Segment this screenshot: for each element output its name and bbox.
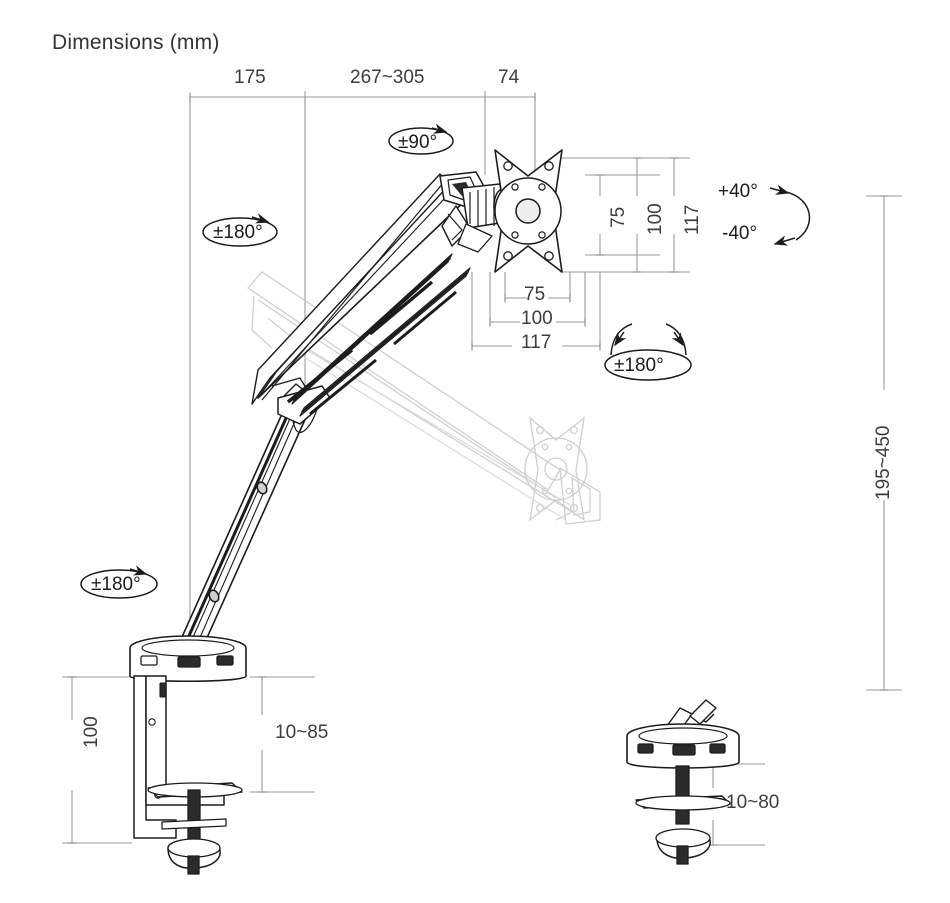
vesa-vertical-75: 75 [608, 206, 629, 228]
angle-label-tilt-up: +40° [718, 181, 758, 202]
rotation-180-upper-ellipse [202, 217, 278, 247]
angle-label-tilt-down: -40° [722, 223, 758, 244]
rotation-180-screen-arc-left [610, 323, 633, 356]
vesa-vertical-117: 117 [682, 204, 703, 235]
tilt-arc [785, 191, 811, 241]
height-label-clamp-bracket: 100 [81, 716, 102, 748]
dimension-lines-group [62, 91, 902, 846]
dim-label-74: 74 [498, 67, 520, 88]
grommet-base-assembly [626, 699, 740, 865]
dim-label-175: 175 [234, 67, 266, 88]
drawing-title: Dimensions (mm) [52, 31, 220, 54]
height-label-clamp-desk-thickness: 10~85 [275, 722, 329, 743]
vesa-vertical-100: 100 [645, 203, 666, 235]
height-label-grommet-desk-thickness: 10~80 [726, 792, 780, 813]
ghost-arm-alternate-position [247, 271, 601, 525]
rotation-180-base-ellipse [80, 569, 158, 599]
vesa-horizontal-117: 117 [521, 332, 552, 353]
dim-label-arm-reach: 267~305 [350, 67, 425, 88]
height-label-lift-range: 195~450 [873, 425, 894, 501]
swivel-90-ellipse [388, 127, 454, 155]
motion-symbols-group [80, 123, 811, 599]
angle-label-head-swivel: ±90° [398, 132, 438, 153]
vesa-horizontal-75: 75 [524, 284, 546, 305]
vesa-horizontal-100: 100 [521, 308, 553, 329]
angle-label-upper-rotation: ±180° [213, 222, 263, 243]
angle-label-screen-rotation: ±180° [614, 355, 664, 376]
rotation-180-screen-ellipse [604, 349, 692, 381]
monitor-arm-main-assembly [129, 149, 740, 875]
clamp-base-assembly [129, 635, 247, 875]
angle-label-base-rotation: ±180° [91, 574, 141, 595]
